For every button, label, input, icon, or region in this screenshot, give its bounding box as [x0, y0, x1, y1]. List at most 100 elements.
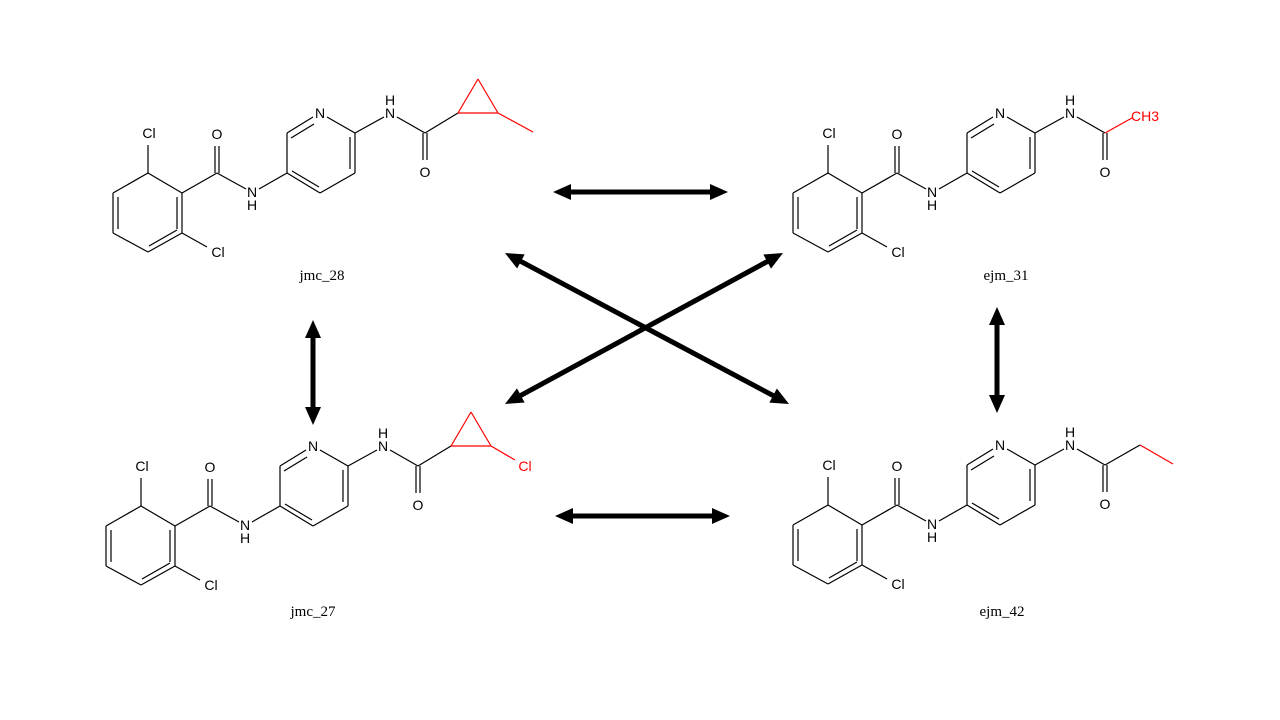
arrowhead: [305, 407, 321, 425]
bond: [861, 504, 898, 526]
double-bond: [971, 170, 1000, 188]
nitrogen-label: N: [927, 516, 937, 532]
bond: [497, 112, 534, 133]
bond: [209, 505, 240, 523]
bond: [105, 565, 142, 586]
bond: [490, 445, 516, 461]
arrowhead: [553, 184, 571, 200]
arrow-shaft: [516, 257, 772, 400]
hydrogen-label: H: [385, 92, 395, 108]
double-bond: [828, 229, 858, 247]
bond: [105, 505, 142, 527]
chlorine-label: Cl: [822, 457, 835, 473]
double-bond: [141, 562, 171, 580]
bond: [938, 504, 968, 522]
nitrogen-label: N: [378, 438, 388, 454]
hydrogen-label: H: [927, 197, 937, 213]
hydrogen-label: H: [240, 530, 250, 546]
arrow-ejm_31-ejm_42: [989, 307, 1005, 413]
bond: [140, 565, 176, 586]
double-bond: [283, 456, 308, 472]
bond: [966, 172, 1001, 194]
oxygen-label: O: [1100, 496, 1111, 512]
arrow-jmc_28-jmc_27: [305, 320, 321, 425]
hydrogen-label: H: [1065, 92, 1075, 108]
arrowhead: [712, 508, 730, 524]
arrow-jmc_28-ejm_31: [553, 184, 728, 200]
oxygen-label: O: [205, 459, 216, 475]
bond: [354, 116, 385, 134]
bond: [861, 232, 888, 248]
bond: [966, 448, 994, 466]
bond: [147, 232, 183, 253]
oxygen-label: O: [212, 126, 223, 142]
bond: [258, 172, 288, 190]
bond: [1034, 116, 1065, 134]
nitrogen-label: N: [1065, 437, 1075, 453]
bond: [112, 232, 149, 253]
double-bond: [970, 455, 995, 471]
bond: [181, 172, 218, 194]
chlorine-label: Cl: [135, 458, 148, 474]
bond: [396, 116, 426, 134]
nitrogen-label: N: [927, 184, 937, 200]
oxygen-label: O: [892, 126, 903, 142]
bond: [1034, 448, 1065, 466]
arrowhead: [505, 388, 525, 404]
pyridine-nitrogen-label: N: [315, 105, 325, 121]
bond: [792, 504, 829, 526]
bond: [347, 449, 378, 467]
arrow-jmc_27-ejm_42: [555, 508, 730, 524]
bond: [1006, 116, 1036, 134]
bond: [457, 78, 479, 114]
bond: [424, 112, 459, 134]
bond: [181, 232, 208, 248]
bond: [1006, 448, 1036, 466]
hydrogen-label: H: [378, 425, 388, 441]
bond: [896, 504, 927, 522]
methyl-label: CH3: [1131, 108, 1159, 124]
bond: [140, 505, 176, 527]
oxygen-label: O: [413, 497, 424, 513]
bond: [827, 564, 863, 585]
bond: [1104, 444, 1141, 466]
molecule-name-label: ejm_31: [984, 268, 1029, 284]
arrow-ejm_31-jmc_27: [505, 253, 783, 404]
bond: [827, 504, 863, 526]
arrowhead: [305, 320, 321, 338]
bond: [174, 505, 211, 527]
arrowhead: [505, 253, 525, 269]
bond: [999, 504, 1036, 526]
bond: [792, 172, 829, 194]
chlorine-label: Cl: [211, 244, 224, 260]
bond: [147, 172, 183, 194]
hydrogen-label: H: [1065, 424, 1075, 440]
molecule-name-label: ejm_42: [980, 604, 1025, 620]
bond: [966, 504, 1001, 526]
bond: [450, 411, 472, 447]
bond: [792, 564, 829, 585]
bond: [1104, 117, 1133, 134]
bond: [174, 565, 201, 581]
bond: [827, 232, 863, 253]
bond: [861, 564, 888, 580]
bond: [312, 505, 349, 527]
chlorine-label: Cl: [822, 125, 835, 141]
double-bond: [148, 229, 178, 247]
arrowhead: [989, 395, 1005, 413]
bond: [216, 172, 247, 190]
arrowhead: [555, 508, 573, 524]
chlorine-label: Cl: [891, 576, 904, 592]
bond: [279, 505, 314, 527]
bond: [792, 232, 829, 253]
oxygen-label: O: [420, 164, 431, 180]
pyridine-nitrogen-label: N: [308, 438, 318, 454]
